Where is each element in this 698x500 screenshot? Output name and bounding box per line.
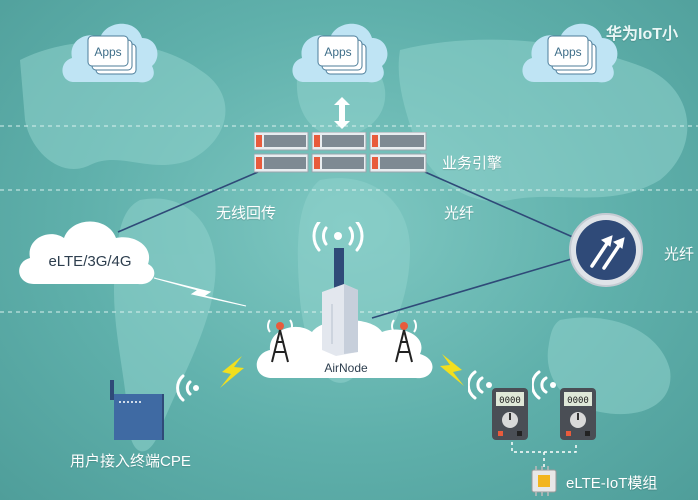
- network-cloud-label: eLTE/3G/4G: [48, 253, 131, 270]
- meter-icon: 0000: [560, 388, 596, 440]
- signal-waves-icon: [312, 222, 364, 252]
- chip-icon: [531, 466, 557, 496]
- wireless-link-icon: [153, 277, 247, 307]
- service-engine-label: 业务引擎: [442, 155, 503, 172]
- apps-cloud-icon: Apps: [62, 23, 158, 83]
- wireless-backhaul-label: 无线回传: [216, 205, 277, 222]
- meter-reading: 0000: [567, 396, 589, 406]
- top-title: 华为IoT小: [606, 26, 678, 43]
- double-arrow-icon: [334, 97, 350, 129]
- lightning-icon: [440, 354, 464, 386]
- signal-waves-icon: [532, 370, 556, 400]
- antenna-icon: [267, 319, 293, 363]
- cpe-label: 用户接入终端CPE: [70, 453, 191, 470]
- apps-cloud-icon: Apps: [292, 23, 388, 83]
- signal-waves-icon: [176, 374, 199, 402]
- server-rack-icon: [254, 132, 427, 173]
- airnode-label: AirNode: [324, 361, 368, 375]
- apps-cloud-icon: Apps: [522, 23, 618, 83]
- router-icon: [569, 213, 643, 287]
- apps-label: Apps: [554, 45, 581, 59]
- cpe-device-icon: [110, 380, 164, 440]
- apps-label: Apps: [94, 45, 121, 59]
- fiber-label-middle: 光纤: [444, 205, 475, 222]
- fiber-label-right: 光纤: [664, 246, 695, 263]
- meter-icon: 0000: [492, 388, 528, 440]
- apps-label: Apps: [324, 45, 351, 59]
- antenna-icon: [391, 319, 417, 363]
- connection-lines: [117, 171, 576, 319]
- module-connector: [511, 442, 577, 468]
- signal-waves-icon: [468, 370, 492, 400]
- lightning-icon: [220, 356, 244, 388]
- iot-module-label: eLTE-IoT模组: [566, 475, 658, 492]
- base-station-tower-icon: [322, 248, 358, 356]
- meter-reading: 0000: [499, 396, 521, 406]
- network-cloud: eLTE/3G/4G: [19, 221, 155, 285]
